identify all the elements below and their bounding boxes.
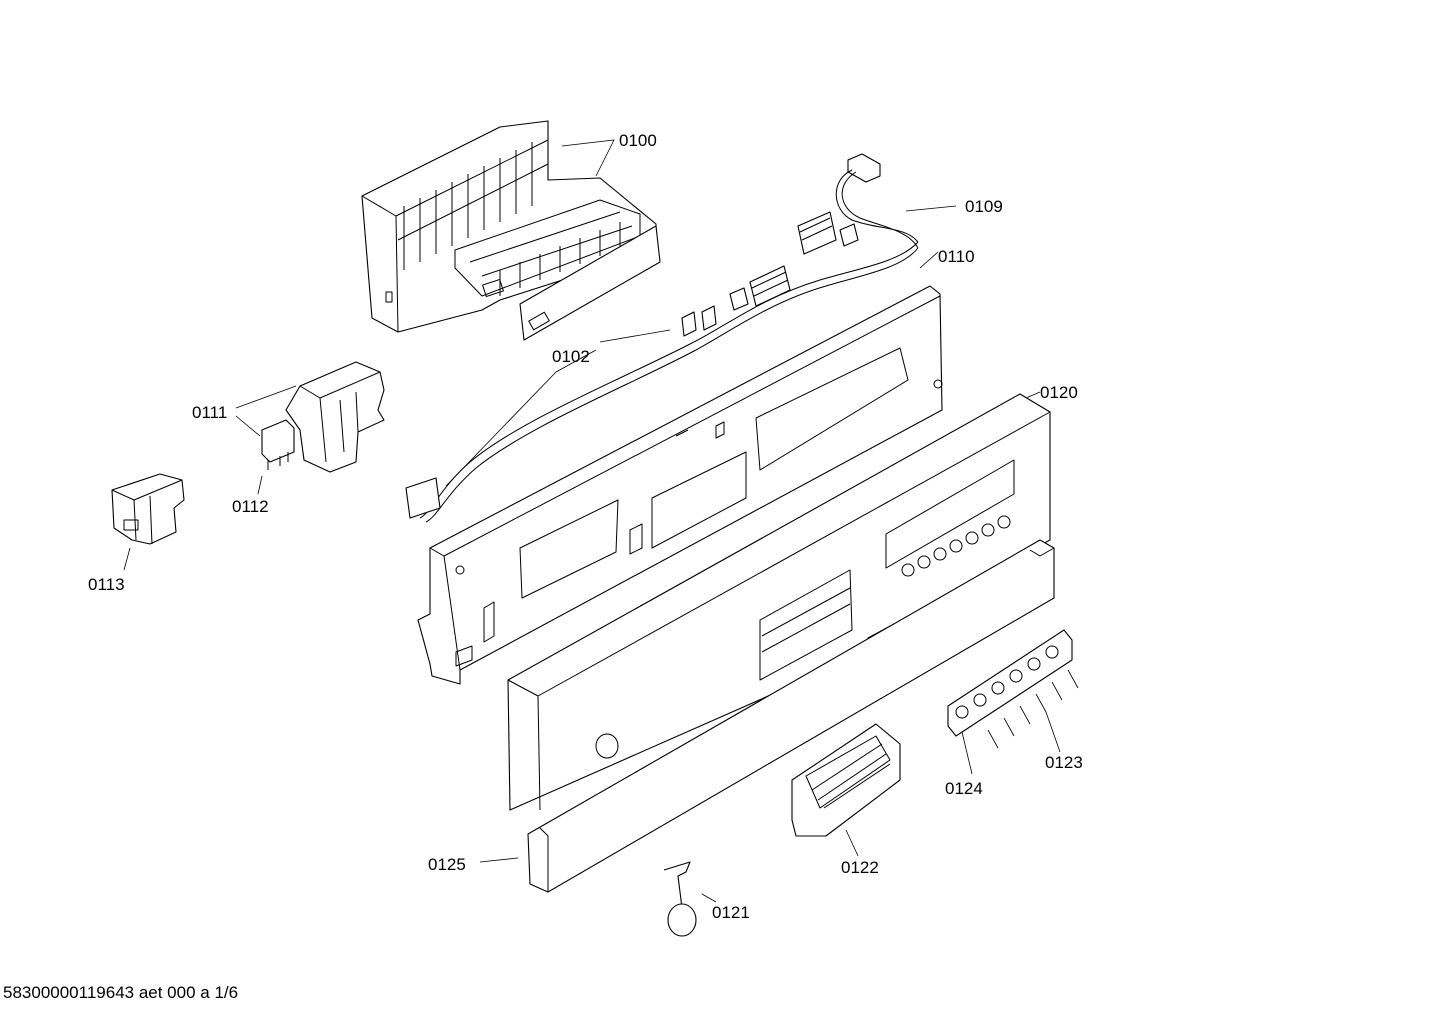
part-0109-wiring-harness[interactable] <box>405 153 919 523</box>
callout-0122: 0122 <box>841 858 879 877</box>
part-0102-display-plate[interactable] <box>519 225 661 341</box>
callout-0113: 0113 <box>88 575 125 594</box>
callout-0112: 0112 <box>232 497 269 516</box>
part-0112-capacitor[interactable] <box>261 419 295 470</box>
part-0122-handle[interactable] <box>791 723 901 837</box>
part-0124-button-strip[interactable] <box>947 629 1073 737</box>
callout-0102: 0102 <box>552 347 590 366</box>
callout-0109: 0109 <box>965 197 1003 216</box>
callout-0125: 0125 <box>428 855 466 874</box>
part-0111-bracket[interactable] <box>285 361 385 473</box>
part-0120-control-panel[interactable] <box>507 393 1051 811</box>
part-0113-switch[interactable] <box>111 473 185 545</box>
part-0125-strip[interactable] <box>527 539 1055 893</box>
part-0100-control-module[interactable] <box>361 120 657 333</box>
callout-0100: 0100 <box>619 131 657 150</box>
callout-labels: 0100 0109 0110 0102 0111 0112 0113 0120 … <box>88 131 1083 922</box>
callout-0110: 0110 <box>938 247 975 266</box>
callout-0124: 0124 <box>945 779 983 798</box>
leader-lines <box>123 139 1079 903</box>
part-0110-inner-frame[interactable] <box>417 285 943 685</box>
callout-0121: 0121 <box>712 903 750 922</box>
callout-0123: 0123 <box>1045 753 1083 772</box>
callout-0111: 0111 <box>192 403 227 422</box>
footer-document-id: 58300000119643 aet 000 a 1/6 <box>3 983 238 1002</box>
callout-0120: 0120 <box>1040 383 1078 402</box>
part-0121-knob[interactable] <box>663 861 697 937</box>
